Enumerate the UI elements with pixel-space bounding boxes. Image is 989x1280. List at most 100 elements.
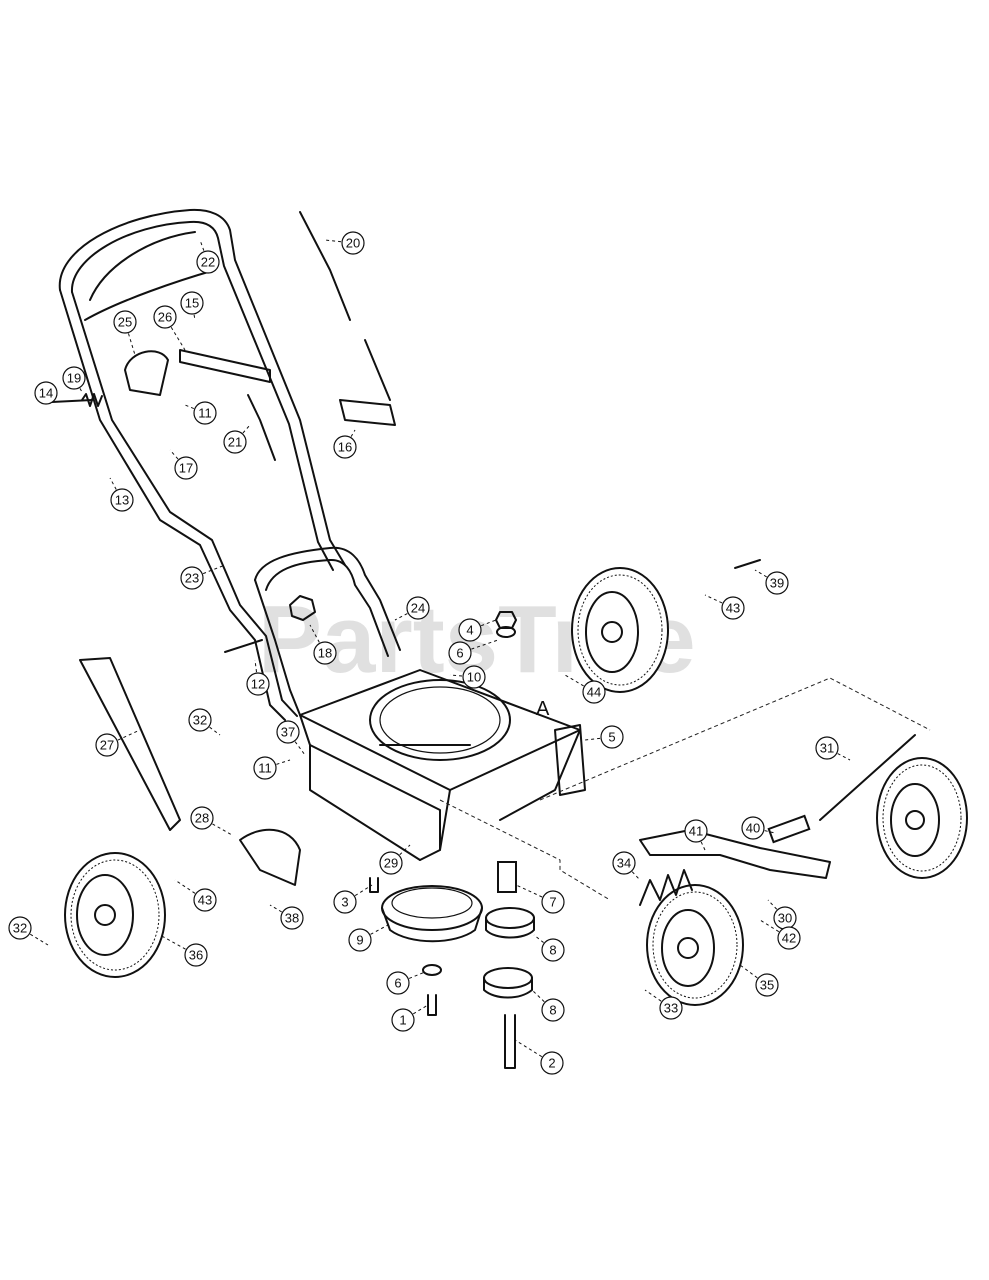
callout-circle xyxy=(348,928,372,952)
callout-number: 10 xyxy=(467,670,481,685)
callout-44: 44 xyxy=(564,674,606,704)
callout-number: 39 xyxy=(770,576,784,591)
callout-number: 21 xyxy=(228,435,242,450)
callout-circle xyxy=(113,310,137,334)
callout-8: 8 xyxy=(531,989,565,1022)
callout-circle xyxy=(721,596,745,620)
callout-circle xyxy=(765,571,789,595)
callout-3: 3 xyxy=(333,884,373,914)
callout-11: 11 xyxy=(253,756,291,780)
callout-number: 18 xyxy=(318,646,332,661)
callout-22: 22 xyxy=(196,239,220,274)
callout-circle xyxy=(458,618,482,642)
callout-circle xyxy=(333,890,357,914)
callout-41: 41 xyxy=(684,819,708,851)
callout-leader xyxy=(199,719,221,736)
nut-4 xyxy=(495,611,517,629)
callout-36: 36 xyxy=(159,934,208,967)
callout-number: 32 xyxy=(13,921,27,936)
callout-number: 40 xyxy=(746,821,760,836)
callout-number: 43 xyxy=(726,601,740,616)
callout-leader xyxy=(449,674,475,678)
callout-number: 43 xyxy=(198,893,212,908)
cable-20 xyxy=(299,211,391,401)
callout-15: 15 xyxy=(180,291,204,321)
callout-leader xyxy=(402,1004,429,1021)
callout-circle xyxy=(612,851,636,875)
callout-number: 32 xyxy=(193,713,207,728)
callout-1: 1 xyxy=(391,1004,429,1032)
callout-number: 3 xyxy=(341,895,348,910)
callout-circle xyxy=(815,736,839,760)
wheel-upper-right xyxy=(571,567,669,693)
callout-number: 15 xyxy=(185,296,199,311)
callout-number: 28 xyxy=(195,811,209,826)
callout-leader xyxy=(533,934,554,951)
callout-number: 23 xyxy=(185,571,199,586)
callout-number: 9 xyxy=(356,933,363,948)
callout-circle xyxy=(196,250,220,274)
wheel-far-right xyxy=(876,757,968,879)
callout-circle xyxy=(448,641,472,665)
callout-13: 13 xyxy=(109,477,134,512)
callout-14: 14 xyxy=(34,381,58,405)
callout-28: 28 xyxy=(190,806,233,836)
callout-circle xyxy=(193,401,217,425)
callout-number: 17 xyxy=(179,461,193,476)
callout-43: 43 xyxy=(174,879,217,912)
washer-6-lower xyxy=(422,964,442,976)
callout-circle xyxy=(95,733,119,757)
callout-circle xyxy=(193,888,217,912)
callout-leader xyxy=(826,747,851,761)
callout-number: 12 xyxy=(251,677,265,692)
callout-number: 8 xyxy=(549,1003,556,1018)
callout-leader xyxy=(109,477,123,501)
callout-11: 11 xyxy=(184,401,217,425)
callout-circle xyxy=(153,305,177,329)
callout-number: 14 xyxy=(39,386,53,401)
callout-43: 43 xyxy=(704,594,745,620)
callout-number: 37 xyxy=(281,725,295,740)
callout-number: 13 xyxy=(115,493,129,508)
callout-number: 24 xyxy=(411,601,425,616)
bolt-1 xyxy=(427,994,437,1016)
callout-19: 19 xyxy=(62,366,86,393)
callout-circle xyxy=(246,672,270,696)
callout-29: 29 xyxy=(379,844,411,875)
callout-25: 25 xyxy=(113,310,137,356)
callout-leader xyxy=(264,759,291,769)
callout-leader xyxy=(623,862,641,881)
callout-circle xyxy=(276,720,300,744)
callout-leader xyxy=(287,731,306,756)
spring-19 xyxy=(81,393,103,407)
callout-number: 36 xyxy=(189,948,203,963)
bolt-12 xyxy=(224,639,263,653)
callout-2: 2 xyxy=(514,1039,564,1075)
reference-letter-a: A xyxy=(536,698,550,720)
callout-number: 19 xyxy=(67,371,81,386)
callout-leader xyxy=(169,449,187,469)
callout-39: 39 xyxy=(754,569,789,595)
bracket-16 xyxy=(339,399,396,426)
knob-18 xyxy=(289,595,316,621)
callout-number: 11 xyxy=(258,761,272,776)
callout-32: 32 xyxy=(188,708,221,736)
callout-circle xyxy=(600,725,624,749)
callout-leader xyxy=(359,924,389,941)
callout-number: 25 xyxy=(118,315,132,330)
callout-number: 8 xyxy=(549,943,556,958)
callout-8: 8 xyxy=(533,934,565,962)
callout-number: 2 xyxy=(548,1056,555,1071)
callout-number: 27 xyxy=(100,738,114,753)
callout-leader xyxy=(254,659,259,685)
spring-34 xyxy=(639,869,693,906)
callout-17: 17 xyxy=(169,449,198,480)
axle-31 xyxy=(819,734,916,821)
callout-number: 33 xyxy=(664,1001,678,1016)
callout-leader xyxy=(234,424,251,443)
bracket-41 xyxy=(639,829,831,879)
callout-circle xyxy=(180,291,204,315)
rod-21 xyxy=(247,394,276,461)
callout-42: 42 xyxy=(759,919,801,950)
